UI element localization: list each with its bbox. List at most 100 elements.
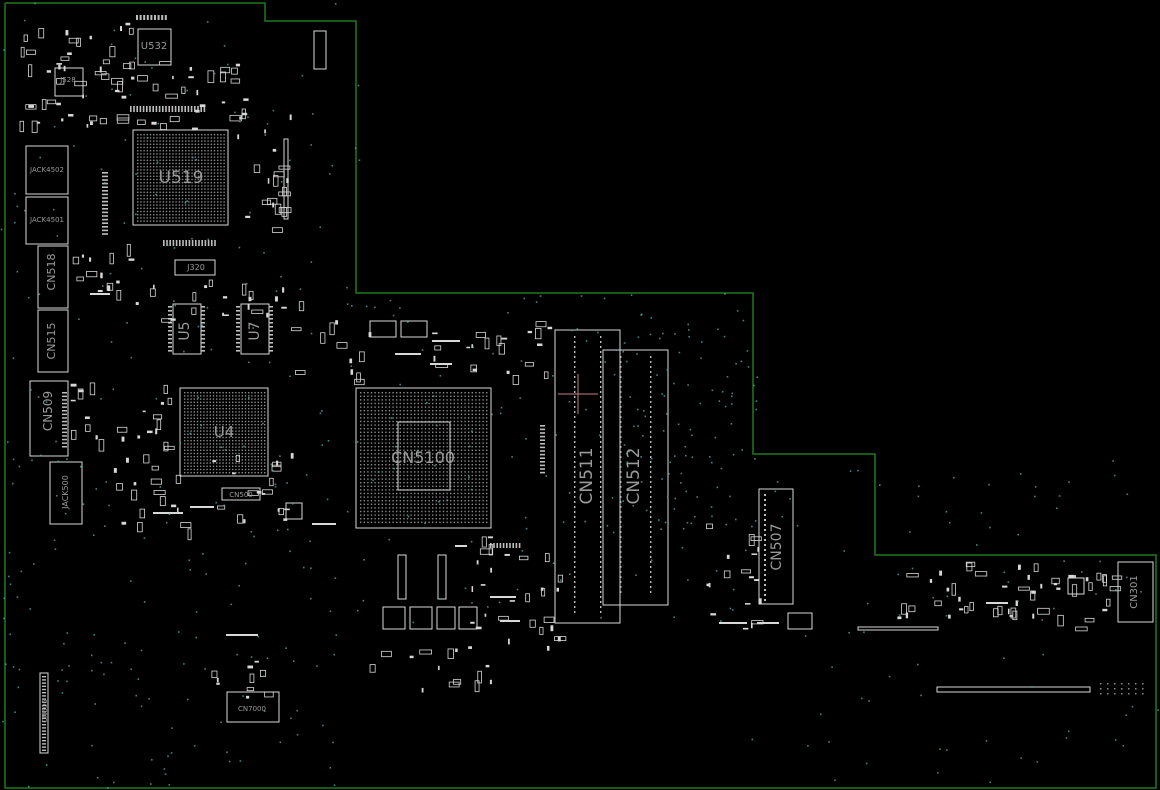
via-dot <box>8 551 11 554</box>
bga-pin <box>193 446 195 448</box>
pin-pad <box>165 106 167 112</box>
smd-pad <box>216 677 219 683</box>
bga-pin <box>450 446 452 448</box>
bga-pin <box>475 503 477 505</box>
bga-pin <box>475 420 477 423</box>
bga-pin <box>222 459 224 461</box>
via-dot <box>158 108 161 110</box>
bga-pin <box>471 485 473 487</box>
bga-pin <box>162 210 164 213</box>
bga-pin <box>410 431 412 433</box>
bga-pin <box>403 485 405 487</box>
bga-pin <box>228 395 231 397</box>
label-cn518[interactable]: CN518 <box>45 254 58 291</box>
ic-b <box>400 320 428 338</box>
label-u519[interactable]: U519 <box>159 168 204 188</box>
bga-pin <box>374 510 376 513</box>
bga-pin <box>222 433 224 435</box>
bga-pin <box>460 392 463 394</box>
label-cn512[interactable]: CN512 <box>624 447 644 504</box>
pin-pad <box>620 391 622 393</box>
cn301-connector <box>1117 561 1154 623</box>
bga-pin <box>471 410 473 412</box>
bga-pin <box>260 424 263 426</box>
smd-pad <box>65 30 69 36</box>
smd-component <box>354 378 365 386</box>
label-cn5100[interactable]: CN5100 <box>391 448 455 467</box>
via-dot <box>866 602 869 605</box>
label-cn507[interactable]: CN507 <box>769 524 785 571</box>
label-cn301[interactable]: CN301 <box>1129 575 1140 609</box>
bga-pin <box>185 156 187 158</box>
bga-pin <box>185 175 187 177</box>
bga-pin <box>457 449 459 451</box>
via-dot <box>310 261 313 263</box>
via-dot <box>210 348 213 351</box>
bga-pin <box>360 464 362 466</box>
label-u7[interactable]: U7 <box>247 321 263 340</box>
bga-pin <box>162 140 164 142</box>
bga-pin <box>414 521 416 523</box>
bga-pin <box>140 185 142 187</box>
bga-pin <box>450 428 452 430</box>
bga-pin <box>260 452 263 455</box>
smd-component <box>512 375 520 385</box>
smd-component <box>369 664 376 673</box>
bga-pin <box>446 464 448 466</box>
bga-pin <box>406 410 409 412</box>
label-u5[interactable]: U5 <box>177 321 193 340</box>
bga-pin <box>442 435 445 437</box>
label-j528[interactable]: J528 <box>59 76 75 84</box>
bga-pin <box>460 464 463 466</box>
bga-pin <box>232 414 234 416</box>
bga-pin <box>251 452 253 455</box>
label-cn511[interactable]: CN511 <box>577 447 597 504</box>
label-u4[interactable]: U4 <box>214 423 235 441</box>
pin-pad <box>650 551 652 553</box>
label-cn506[interactable]: CN506 <box>41 699 49 723</box>
bga-pin <box>194 178 196 181</box>
smd-component <box>529 619 536 628</box>
bga-pin <box>210 172 212 174</box>
bga-pin <box>457 431 459 433</box>
bga-pin <box>216 417 218 419</box>
label-u532[interactable]: U532 <box>141 41 167 52</box>
bga-pin <box>219 398 221 400</box>
bga-pin <box>392 471 394 473</box>
label-jack4501[interactable]: JACK4501 <box>29 216 64 224</box>
bga-pin <box>396 467 398 469</box>
bga-pin <box>196 456 199 458</box>
bga-pin <box>232 408 234 410</box>
pin-pad <box>574 526 576 528</box>
bga-pin <box>185 146 187 149</box>
bga-pin <box>209 401 211 403</box>
bga-pin <box>385 514 387 516</box>
smd-component <box>1012 610 1018 621</box>
via-dot <box>731 395 733 398</box>
bga-pin <box>178 140 180 142</box>
bga-pin <box>223 166 225 168</box>
bga-pin <box>406 485 409 487</box>
smd-component <box>535 328 542 340</box>
label-cn509[interactable]: CN509 <box>41 391 55 431</box>
label-cn7000[interactable]: CN7000 <box>238 705 266 713</box>
bga-pin <box>244 427 247 429</box>
label-cn500[interactable]: CN500 <box>229 491 253 499</box>
label-j320[interactable]: J320 <box>186 263 205 272</box>
label-jack500[interactable]: JACK500 <box>61 475 70 510</box>
ic-d <box>409 606 433 630</box>
bga-pin <box>460 395 463 397</box>
bga-pin <box>228 449 231 451</box>
bga-pin <box>385 496 387 498</box>
bga-pin <box>399 460 401 462</box>
bga-pin <box>165 178 168 181</box>
bga-pin <box>435 395 437 397</box>
via-dot <box>879 484 881 486</box>
bga-pin <box>165 169 168 171</box>
bga-pin <box>367 514 369 516</box>
label-cn515[interactable]: CN515 <box>45 323 58 360</box>
bga-pin <box>482 402 484 405</box>
bga-pin <box>439 464 441 466</box>
label-jack4502[interactable]: JACK4502 <box>29 166 64 174</box>
